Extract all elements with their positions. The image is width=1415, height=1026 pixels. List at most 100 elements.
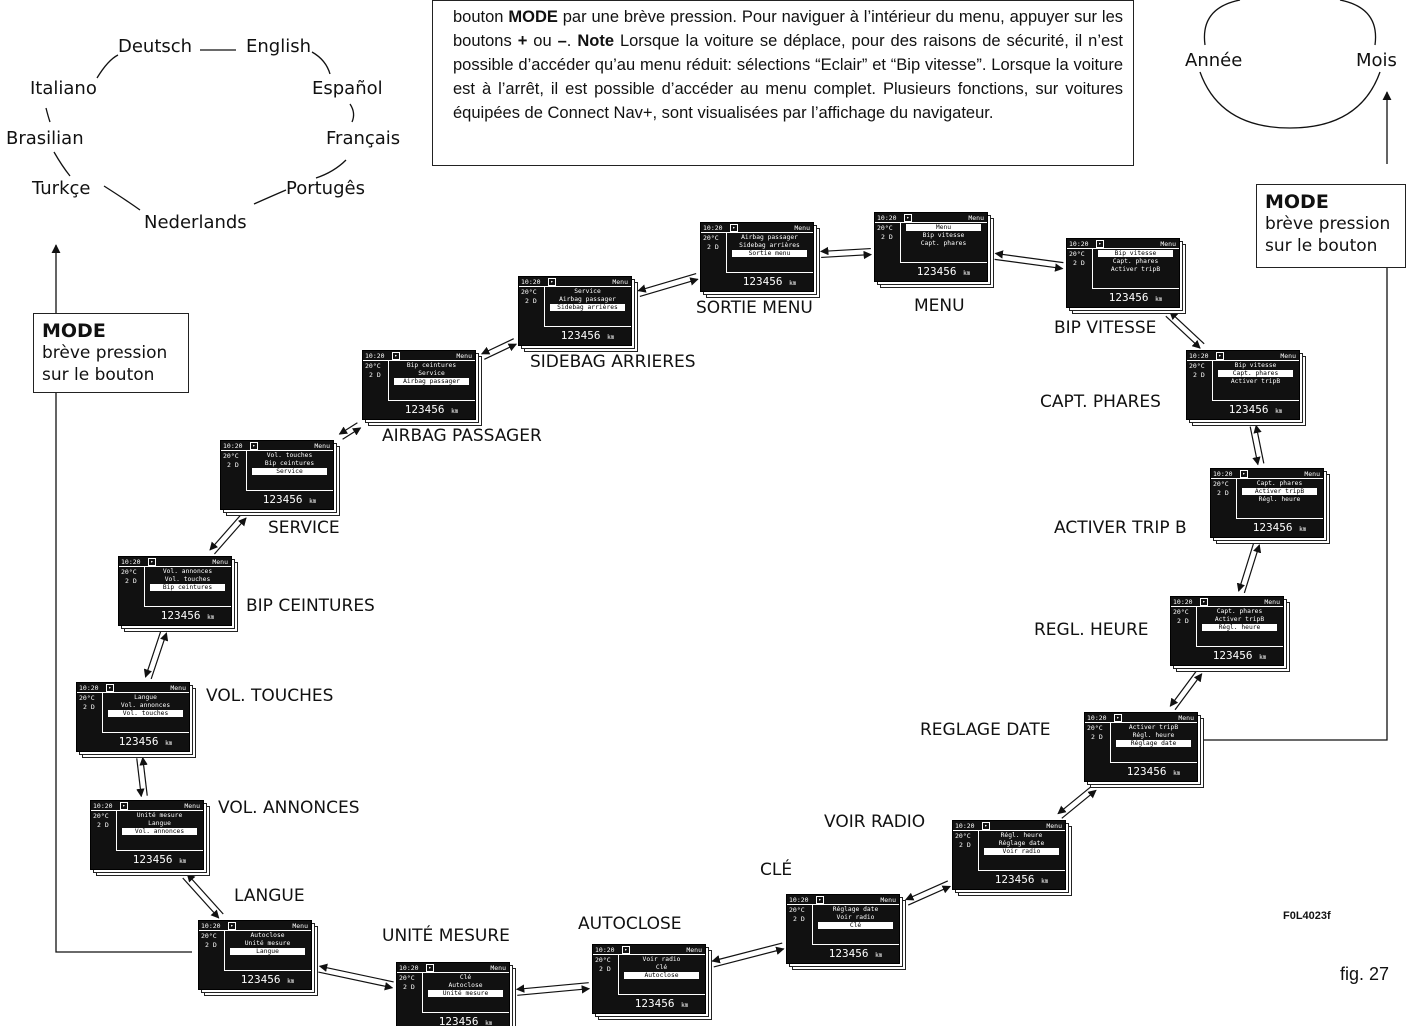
display-menu-title: Menu xyxy=(1304,470,1320,478)
display-gear: 2 D xyxy=(793,915,805,923)
display-temperature: 20°C xyxy=(1069,250,1085,258)
display-gear: 2 D xyxy=(1091,733,1103,741)
menu-icon: ▸ xyxy=(622,946,630,954)
menu-option-line: Airbag passager xyxy=(559,296,616,303)
menu-icon: ▸ xyxy=(148,558,156,566)
menu-option-line: Capt. phares xyxy=(1256,480,1303,487)
display-clock: 10:20 xyxy=(703,224,723,232)
menu-option-line: Airbag passager xyxy=(741,234,798,241)
language-francais: Français xyxy=(326,128,401,149)
menu-option-line: Service xyxy=(418,370,445,377)
forward-arrow xyxy=(1057,785,1093,815)
forward-arrow xyxy=(484,343,518,360)
display-gear: 2 D xyxy=(881,233,893,241)
menu-icon: ▸ xyxy=(120,802,128,810)
menu-option-line: Activer tripB xyxy=(1238,488,1321,495)
menu-option-line: Sidebag arrières xyxy=(546,304,629,311)
menu-item-label: VOL. ANNONCES xyxy=(218,798,360,818)
display-clock: 10:20 xyxy=(399,964,419,972)
display-clock: 10:20 xyxy=(201,922,221,930)
forward-arrow xyxy=(711,942,783,964)
mode-feedback-lines xyxy=(51,91,1392,953)
menu-icon: ▸ xyxy=(228,922,236,930)
menu-item-label: REGLAGE DATE xyxy=(920,720,1051,740)
display-odometer: 123456 km xyxy=(160,609,215,622)
display-gear: 2 D xyxy=(1177,617,1189,625)
backward-arrow xyxy=(480,338,514,355)
forward-arrow xyxy=(186,873,224,915)
instruction-note: bouton MODE par une brève pression. Pour… xyxy=(432,0,1134,166)
display-menu-title: Menu xyxy=(1280,352,1296,360)
display-clock: 10:20 xyxy=(121,558,141,566)
display-odometer: 123456 km xyxy=(404,403,459,416)
menu-option-line: Capt. phares xyxy=(1216,608,1263,615)
display-odometer: 123456 km xyxy=(742,275,797,288)
display-clock: 10:20 xyxy=(1189,352,1209,360)
display-temperature: 20°C xyxy=(399,974,415,982)
display-odometer: 123456 km xyxy=(240,973,295,986)
display-odometer: 123456 km xyxy=(1212,649,1267,662)
menu-item-label: CLÉ xyxy=(760,860,793,880)
menu-option-line: Autoclose xyxy=(250,932,285,939)
menu-icon: ▸ xyxy=(982,822,990,830)
display-temperature: 20°C xyxy=(789,906,805,914)
display-clock: 10:20 xyxy=(223,442,243,450)
menu-icon: ▸ xyxy=(106,684,114,692)
backward-arrow xyxy=(209,513,243,551)
display-clock: 10:20 xyxy=(1069,240,1089,248)
display-gear: 2 D xyxy=(97,821,109,829)
menu-icon: ▸ xyxy=(816,896,824,904)
menu-option-line: Régl. heure xyxy=(1198,624,1281,631)
display-temperature: 20°C xyxy=(93,812,109,820)
display-gear: 2 D xyxy=(1073,259,1085,267)
menu-icon: ▸ xyxy=(250,442,258,450)
menu-option-line: Activer tripB xyxy=(1230,378,1281,385)
mode-box-right: MODE brève pression sur le bouton xyxy=(1256,184,1406,268)
menu-option-line: Unité mesure xyxy=(136,812,183,819)
display-temperature: 20°C xyxy=(703,234,719,242)
menu-icon: ▸ xyxy=(1240,470,1248,478)
display-temperature: 20°C xyxy=(223,452,239,460)
display-odometer: 123456 km xyxy=(438,1015,493,1026)
display-menu-title: Menu xyxy=(184,802,200,810)
display-clock: 10:20 xyxy=(595,946,615,954)
menu-option-line: Clé xyxy=(459,974,472,981)
menu-item-label: MENU xyxy=(914,296,965,316)
menu-option-line: Activer tripB xyxy=(1214,616,1265,623)
display-odometer: 123456 km xyxy=(262,493,317,506)
menu-option-line: Capt. phares xyxy=(1214,370,1297,377)
display-clock: 10:20 xyxy=(365,352,385,360)
menu-option-line: Autoclose xyxy=(620,972,703,979)
display-menu-title: Menu xyxy=(490,964,506,972)
mode-box-left: MODE brève pression sur le bouton xyxy=(33,313,189,393)
display-menu-title: Menu xyxy=(1178,714,1194,722)
language-english: English xyxy=(246,36,311,57)
menu-option-line: Capt. phares xyxy=(920,240,967,247)
menu-option-line: Menu xyxy=(902,224,985,231)
backward-arrow xyxy=(819,246,871,256)
menu-option-line: Unité mesure xyxy=(424,990,507,997)
display-temperature: 20°C xyxy=(1087,724,1103,732)
menu-icon: ▸ xyxy=(392,352,400,360)
menu-option-line: Réglage date xyxy=(998,840,1045,847)
menu-option-line: Réglage date xyxy=(832,906,879,913)
menu-option-line: Régl. heure xyxy=(1000,832,1043,839)
display-clock: 10:20 xyxy=(955,822,975,830)
menu-item-label: SERVICE xyxy=(268,518,340,538)
menu-item-label: ACTIVER TRIP B xyxy=(1054,518,1187,538)
display-menu-title: Menu xyxy=(170,684,186,692)
backward-arrow xyxy=(517,985,591,996)
display-gear: 2 D xyxy=(599,965,611,973)
